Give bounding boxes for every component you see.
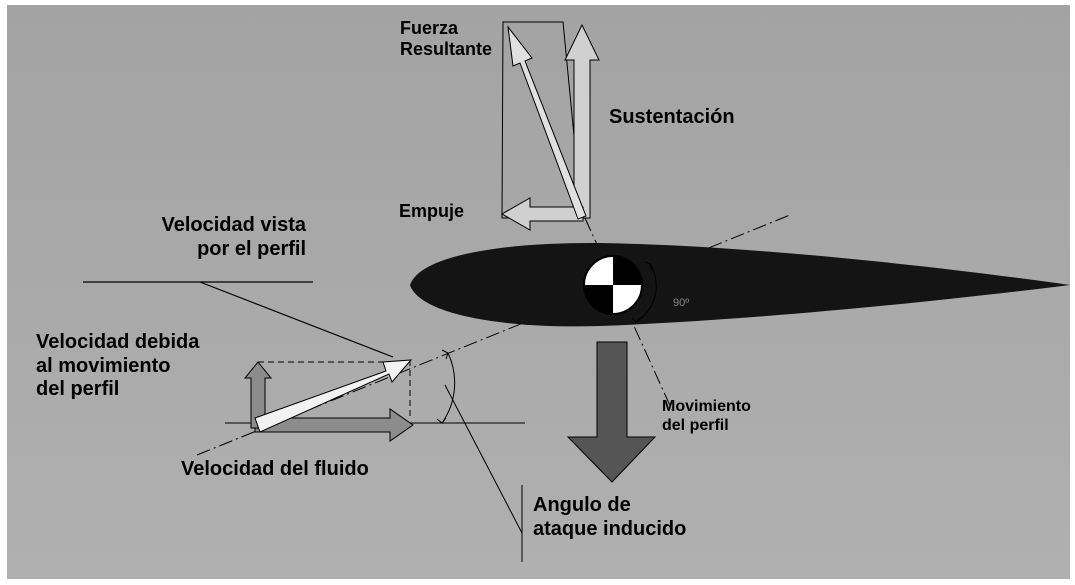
seen-velocity-arrow xyxy=(254,359,413,433)
right-angle-arrowhead-top xyxy=(644,261,653,271)
induced-angle-label: Angulo de ataque inducido xyxy=(533,494,687,540)
velocity-dashed-guide xyxy=(258,361,411,420)
movement-velocity-label: Velocidad debida al movimiento del perfi… xyxy=(36,331,200,401)
profile-movement-arrow xyxy=(566,341,657,483)
thrust-label: Empuje xyxy=(399,201,465,221)
resultant-force-label: Fuerza Resultante xyxy=(400,18,493,60)
induced-angle-leader xyxy=(444,384,523,534)
lift-arrow xyxy=(564,23,600,219)
lift-label: Sustentación xyxy=(609,106,735,128)
right-angle-arc xyxy=(635,263,657,323)
seen-velocity-leader xyxy=(199,281,394,358)
induced-angle-arrowhead-top xyxy=(441,349,449,360)
right-angle-label: 90º xyxy=(673,297,690,309)
induced-angle-arrowhead-bottom xyxy=(436,417,447,424)
seen-velocity-label: Velocidad vista por el perfil xyxy=(161,214,306,260)
resultant-force-arrow xyxy=(507,25,587,220)
profile-movement-label: Movimiento del perfil xyxy=(662,398,751,434)
airfoil-profile xyxy=(410,242,1070,327)
induced-angle-arc xyxy=(441,352,456,424)
thrust-arrow xyxy=(500,197,584,231)
right-angle-arrowhead-bottom xyxy=(631,317,641,323)
center-of-pressure-symbol xyxy=(583,255,643,315)
fluid-velocity-label: Velocidad del fluido xyxy=(181,458,369,480)
fluid-velocity-arrow xyxy=(254,408,414,442)
